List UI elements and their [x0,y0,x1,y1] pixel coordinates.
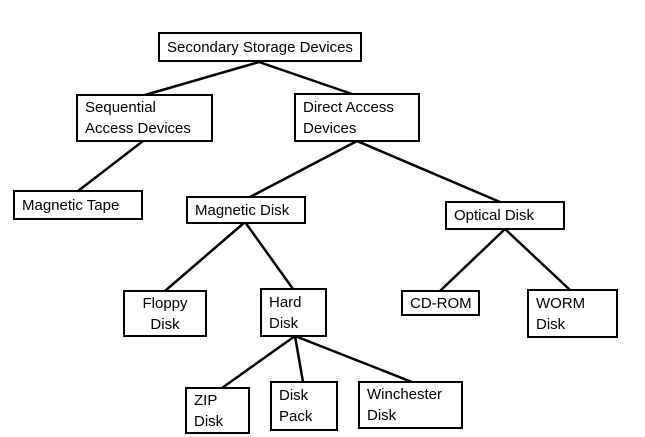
node-direct-access-devices: Direct Access Devices [294,93,420,142]
node-label: Pack [279,408,313,425]
node-secondary-storage-devices: Secondary Storage Devices [158,32,362,62]
edge-optical-disk-worm [503,227,572,292]
node-label: Disk [194,412,224,430]
node-label: ZIP [194,391,218,409]
node-label: Magnetic Tape [22,196,120,214]
node-cd-rom: CD-ROM [401,290,480,316]
edge-optical-disk-cdrom [438,227,507,293]
edge-magnetic-disk-floppy [163,220,247,293]
node-label: Magnetic Disk [195,201,290,219]
edge-hard-winchester [293,334,414,384]
node-label: CD-ROM [410,294,472,312]
node-winchester-disk: Winchester Disk [358,381,463,429]
edge-direct-magnetic-disk [248,139,359,199]
node-label: Secondary Storage Devices [167,38,353,56]
node-worm-disk: WORM Disk [527,289,618,338]
node-label: WORM [536,294,586,312]
node-magnetic-tape: Magnetic Tape [13,190,143,220]
node-label: Optical Disk [454,207,535,224]
edge-magnetic-disk-hard [243,220,295,291]
node-optical-disk: Optical Disk [445,201,565,230]
node-floppy-disk: Floppy Disk [123,290,207,337]
node-label: Hard [269,293,302,311]
node-disk-pack: Disk Pack [270,381,338,431]
node-label: Floppy [142,294,188,312]
edge-root-sequential [143,60,261,97]
node-label: Disk [536,315,566,333]
node-magnetic-disk: Magnetic Disk [186,196,306,224]
node-label: Disk [269,314,299,332]
node-hard-disk: Hard Disk [260,288,327,337]
edge-direct-optical-disk [355,139,502,204]
node-label: Winchester [367,386,443,403]
node-label: Disk [279,387,309,404]
node-label: Disk [150,315,180,333]
node-sequential-access-devices: Sequential Access Devices [76,94,213,142]
edge-sequential-magnetic-tape [76,139,145,193]
edge-root-direct [257,60,354,96]
node-label: Sequential [85,99,156,116]
node-zip-disk: ZIP Disk [185,387,250,434]
node-label: Direct Access [303,98,394,116]
edge-hard-zip [220,334,297,390]
edge-hard-disk-pack [293,334,305,384]
node-label: Disk [367,407,397,424]
node-label: Devices [303,119,357,137]
node-label: Access Devices [85,120,191,137]
